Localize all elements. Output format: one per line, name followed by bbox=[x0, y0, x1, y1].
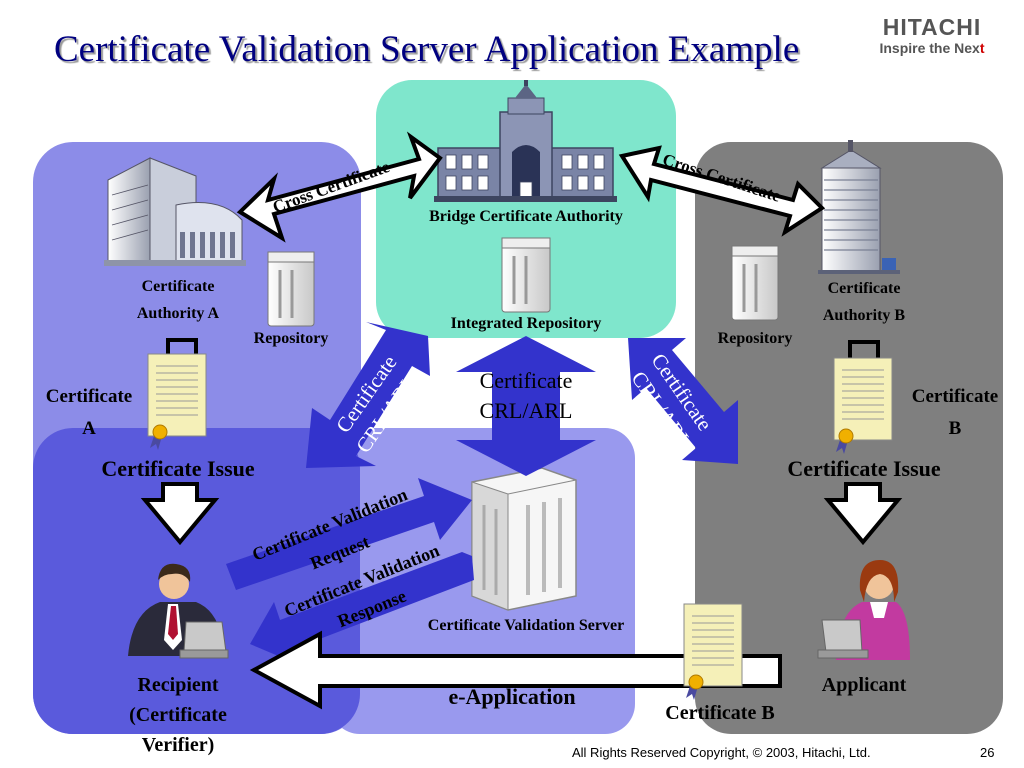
recipient-label-line2: (Certificate bbox=[129, 704, 227, 726]
ca-a-label-line1: Certificate bbox=[141, 278, 215, 295]
center-crl-arl-arrow bbox=[456, 336, 596, 476]
ca-b-label-line1: Certificate bbox=[827, 280, 901, 297]
recipient-label-line1: Recipient bbox=[137, 674, 219, 696]
certificate-b-label-line2: B bbox=[948, 418, 962, 439]
certificate-issue-a-label: Certificate Issue bbox=[101, 456, 255, 481]
right-crl-arl-arrow bbox=[628, 338, 738, 464]
brand-tagline-prefix: Inspire the Nex bbox=[879, 40, 980, 56]
ca-a-label-line2: Authority A bbox=[136, 305, 220, 322]
certificate-b-application-label: Certificate B bbox=[665, 702, 775, 724]
certificate-b-document-icon bbox=[833, 357, 893, 454]
validation-server-label: Certificate Validation Server bbox=[427, 617, 625, 634]
ca-a-building-icon bbox=[104, 157, 246, 266]
center-crl-arl-label-line1: Certificate bbox=[479, 368, 573, 393]
validation-request-arrow bbox=[226, 478, 472, 590]
certificate-a-label-line2: A bbox=[82, 418, 96, 439]
ca-b-building-icon bbox=[818, 140, 900, 274]
certificate-a-document-icon bbox=[147, 353, 207, 450]
integrated-repository-label: Integrated Repository bbox=[450, 315, 602, 332]
repository-b-server-icon bbox=[731, 245, 779, 321]
integrated-repository-server-icon bbox=[501, 237, 551, 313]
cross-certificate-left-arrow bbox=[236, 131, 443, 243]
certificate-issue-a-arrow bbox=[140, 482, 220, 546]
brand-tagline-accent: t bbox=[979, 40, 985, 56]
brand-tagline: Inspire the Next bbox=[862, 40, 1002, 56]
ca-b-label-line2: Authority B bbox=[822, 307, 906, 324]
bridge-ca-label: Bridge Certificate Authority bbox=[429, 208, 623, 225]
bridge-ca-building-icon bbox=[434, 80, 617, 202]
zone-bridge bbox=[376, 80, 676, 338]
certificate-a-label-line1: Certificate bbox=[45, 386, 133, 407]
certificate-b-label-line1: Certificate bbox=[911, 386, 999, 407]
recipient-person-icon bbox=[128, 563, 229, 659]
hitachi-logo: HITACHI Inspire the Next bbox=[862, 14, 1002, 56]
recipient-label-line3: Verifier) bbox=[141, 734, 215, 756]
copyright-footer: All Rights Reserved Copyright, © 2003, H… bbox=[572, 745, 871, 760]
repository-a-server-icon bbox=[267, 251, 315, 327]
applicant-label: Applicant bbox=[821, 674, 907, 696]
certificate-issue-b-arrow bbox=[823, 482, 903, 546]
validation-server-icon bbox=[471, 467, 577, 611]
page-number: 26 bbox=[980, 745, 995, 760]
repository-b-label: Repository bbox=[717, 330, 793, 347]
center-crl-arl-label-line2: CRL/ARL bbox=[479, 398, 573, 423]
left-crl-arl-arrow bbox=[306, 322, 430, 468]
repository-a-label: Repository bbox=[253, 330, 329, 347]
brand-name: HITACHI bbox=[882, 14, 982, 40]
certificate-issue-b-label: Certificate Issue bbox=[787, 456, 941, 481]
page-title: Certificate Validation Server Applicatio… bbox=[54, 29, 800, 70]
applicant-person-icon bbox=[817, 560, 910, 660]
cross-certificate-right-arrow bbox=[618, 145, 826, 237]
e-application-label: e-Application bbox=[448, 684, 576, 709]
certificate-b-application-document-icon bbox=[683, 603, 743, 700]
validation-response-arrow bbox=[250, 552, 474, 666]
